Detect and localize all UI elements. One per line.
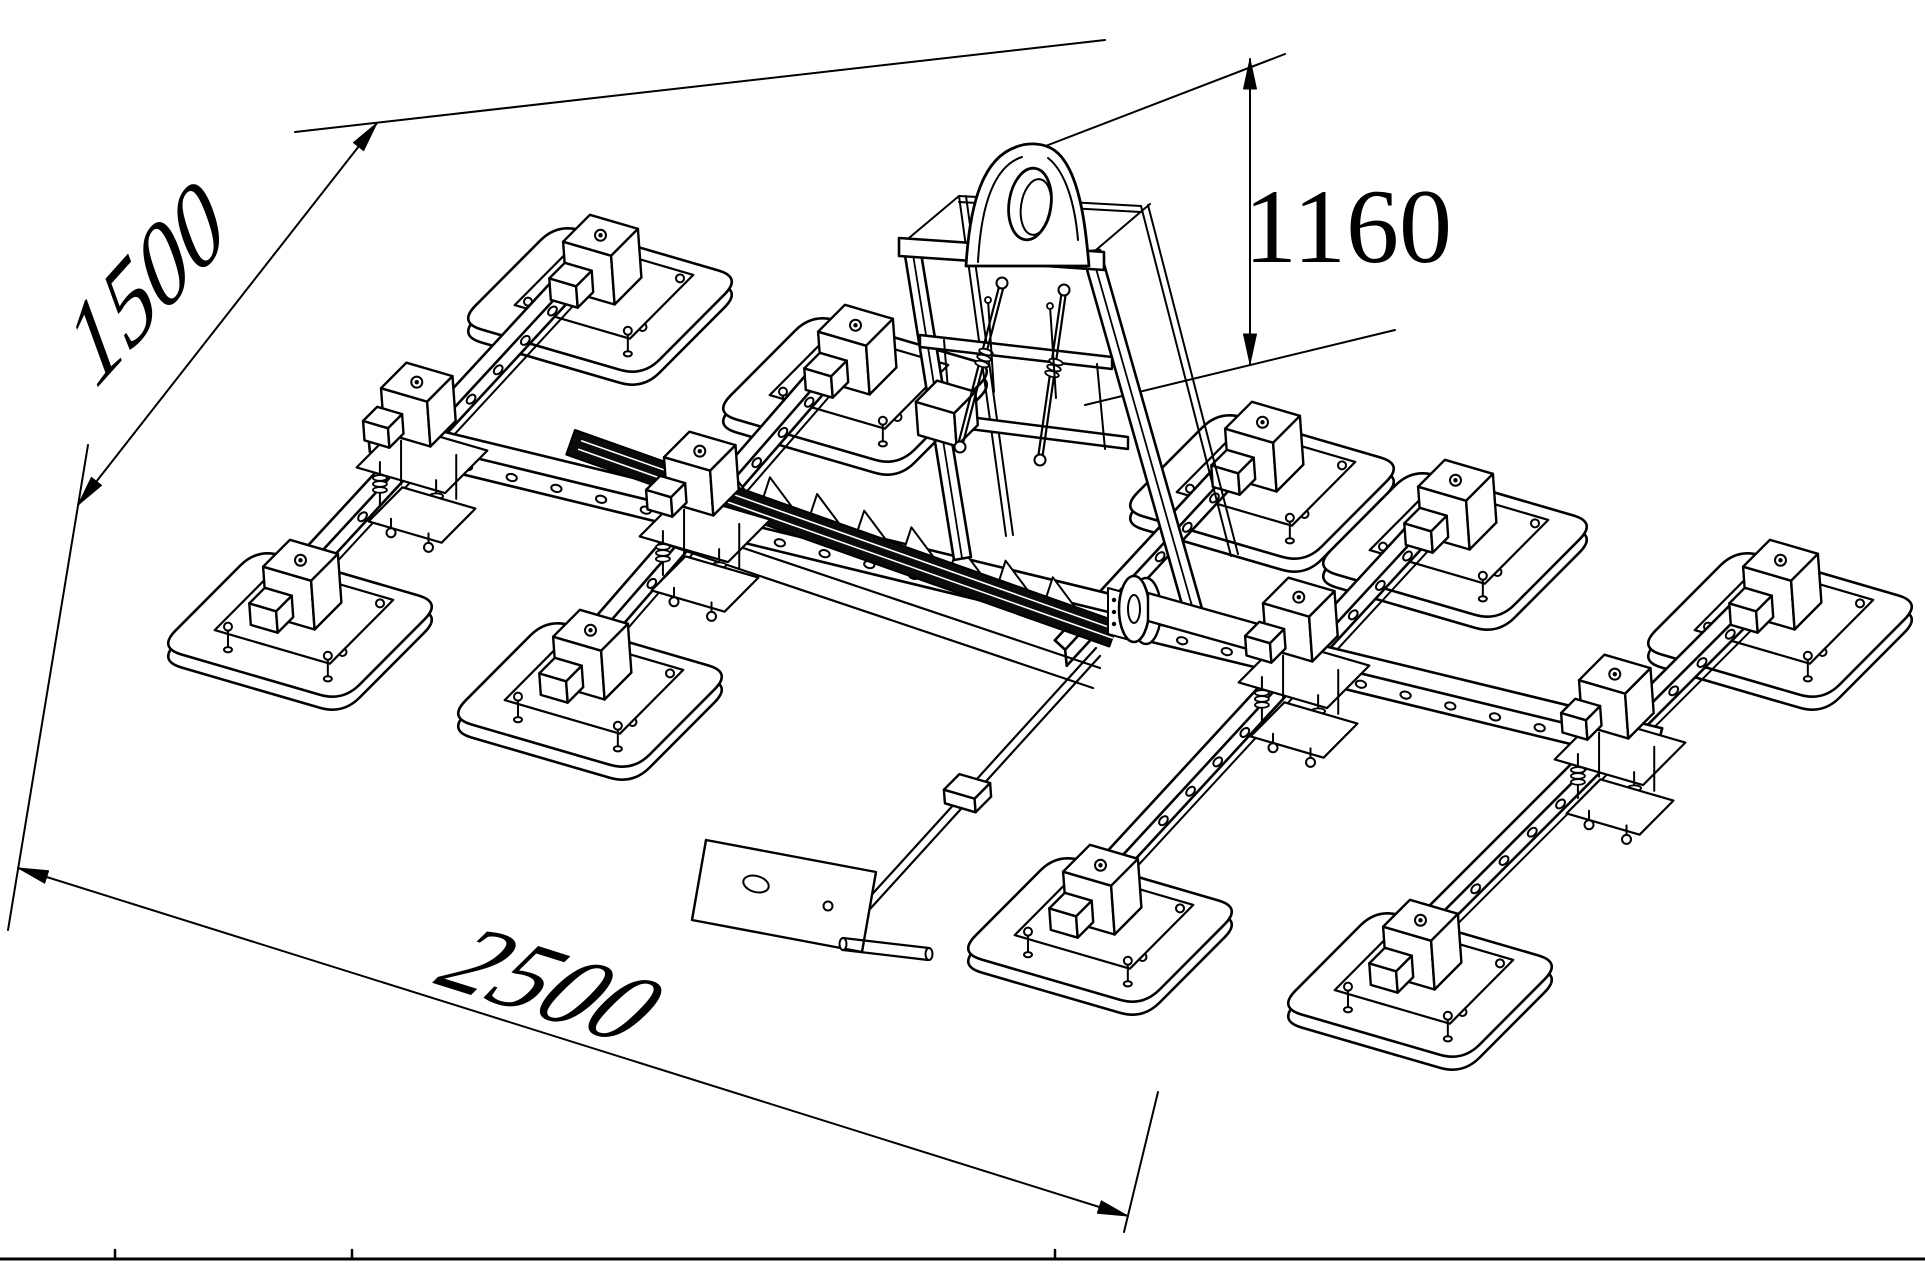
dimension-height-label: 1160 [1244,168,1452,285]
dimension-depth-label: 1500 [57,146,237,418]
title-block-border [0,1248,1925,1261]
machine-linework [167,142,1913,1071]
dimension-lines [7,39,1396,1233]
dimension-width-label: 2500 [410,909,696,1060]
